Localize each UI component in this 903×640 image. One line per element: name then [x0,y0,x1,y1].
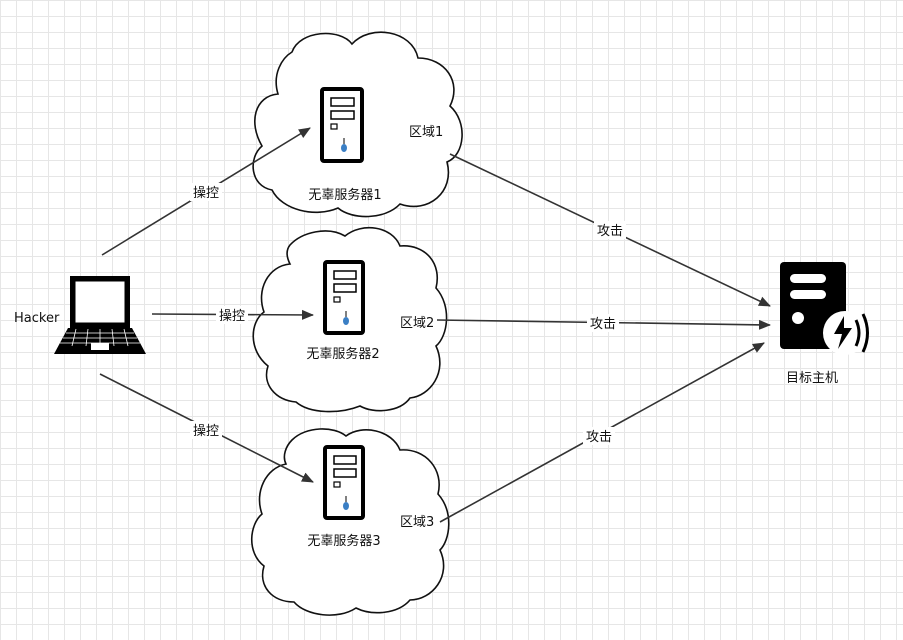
server-icon-1 [320,87,364,163]
hacker-label: Hacker [14,311,60,326]
server-label-2: 无辜服务器2 [306,346,379,362]
zone-label-3: 区域3 [400,515,434,530]
edge-label-attack-1: 攻击 [594,221,626,239]
server-icon-3 [323,445,365,520]
edge-label-attack-3: 攻击 [583,427,615,445]
svg-text:操控: 操控 [193,423,219,439]
edge-label-attack-2: 攻击 [587,314,619,332]
svg-text:操控: 操控 [219,308,245,324]
svg-text:操控: 操控 [193,185,219,201]
svg-text:攻击: 攻击 [590,317,616,332]
server-wireless-icon [780,262,869,355]
edge-label-control-3: 操控 [190,421,222,439]
server-label-3: 无辜服务器3 [307,533,380,549]
target-label: 目标主机 [786,371,838,386]
svg-text:攻击: 攻击 [586,430,612,445]
laptop-icon [54,276,146,354]
edge-label-control-1: 操控 [190,183,222,201]
zone-label-1: 区域1 [409,125,443,140]
zone-label-2: 区域2 [400,316,434,331]
svg-text:攻击: 攻击 [597,224,623,239]
server-icon-2 [323,260,365,335]
server-label-1: 无辜服务器1 [308,187,381,203]
edge-label-control-2: 操控 [216,306,248,324]
